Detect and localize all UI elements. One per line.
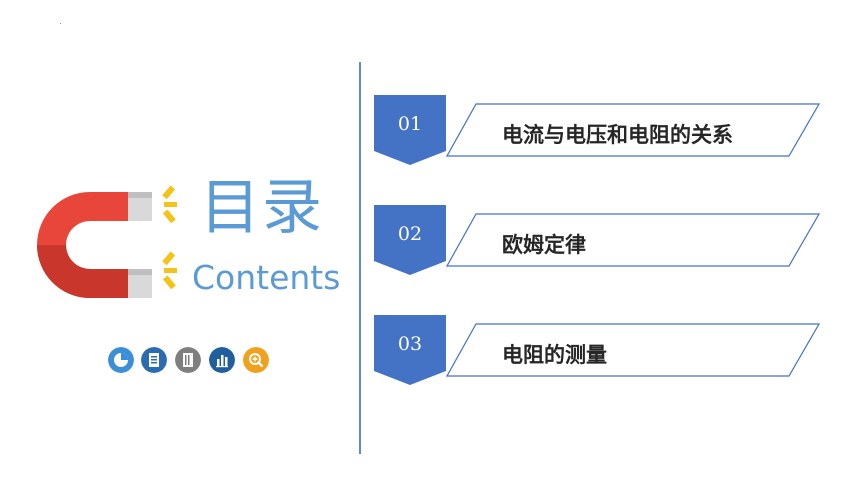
vertical-divider — [359, 62, 361, 454]
page-title: 目录 — [200, 173, 324, 243]
label-frame — [446, 213, 820, 267]
page-subtitle: Contents — [192, 258, 341, 297]
decorative-dot — [60, 23, 61, 24]
toc-item-2[interactable]: 02 欧姆定律 — [374, 205, 824, 277]
number-badge — [374, 205, 446, 275]
toc-item-number: 03 — [397, 333, 423, 355]
pie-chart-icon — [108, 347, 134, 373]
toc-item-label: 欧姆定律 — [502, 233, 586, 257]
label-frame — [446, 103, 820, 157]
notebook-icon — [175, 347, 201, 373]
toc-item-1[interactable]: 01 电流与电压和电阻的关系 — [374, 95, 824, 167]
bar-chart-icon — [209, 347, 235, 373]
toc-item-label: 电流与电压和电阻的关系 — [502, 123, 733, 147]
number-badge — [374, 95, 446, 165]
label-frame — [446, 323, 820, 377]
magnet-icon — [37, 185, 177, 298]
magnifier-icon — [243, 347, 269, 373]
number-badge — [374, 315, 446, 385]
toc-item-label: 电阻的测量 — [502, 343, 607, 367]
toc-item-number: 01 — [397, 113, 423, 135]
toc-item-number: 02 — [397, 223, 423, 245]
toc-item-3[interactable]: 03 电阻的测量 — [374, 315, 824, 387]
document-list-icon — [141, 347, 167, 373]
